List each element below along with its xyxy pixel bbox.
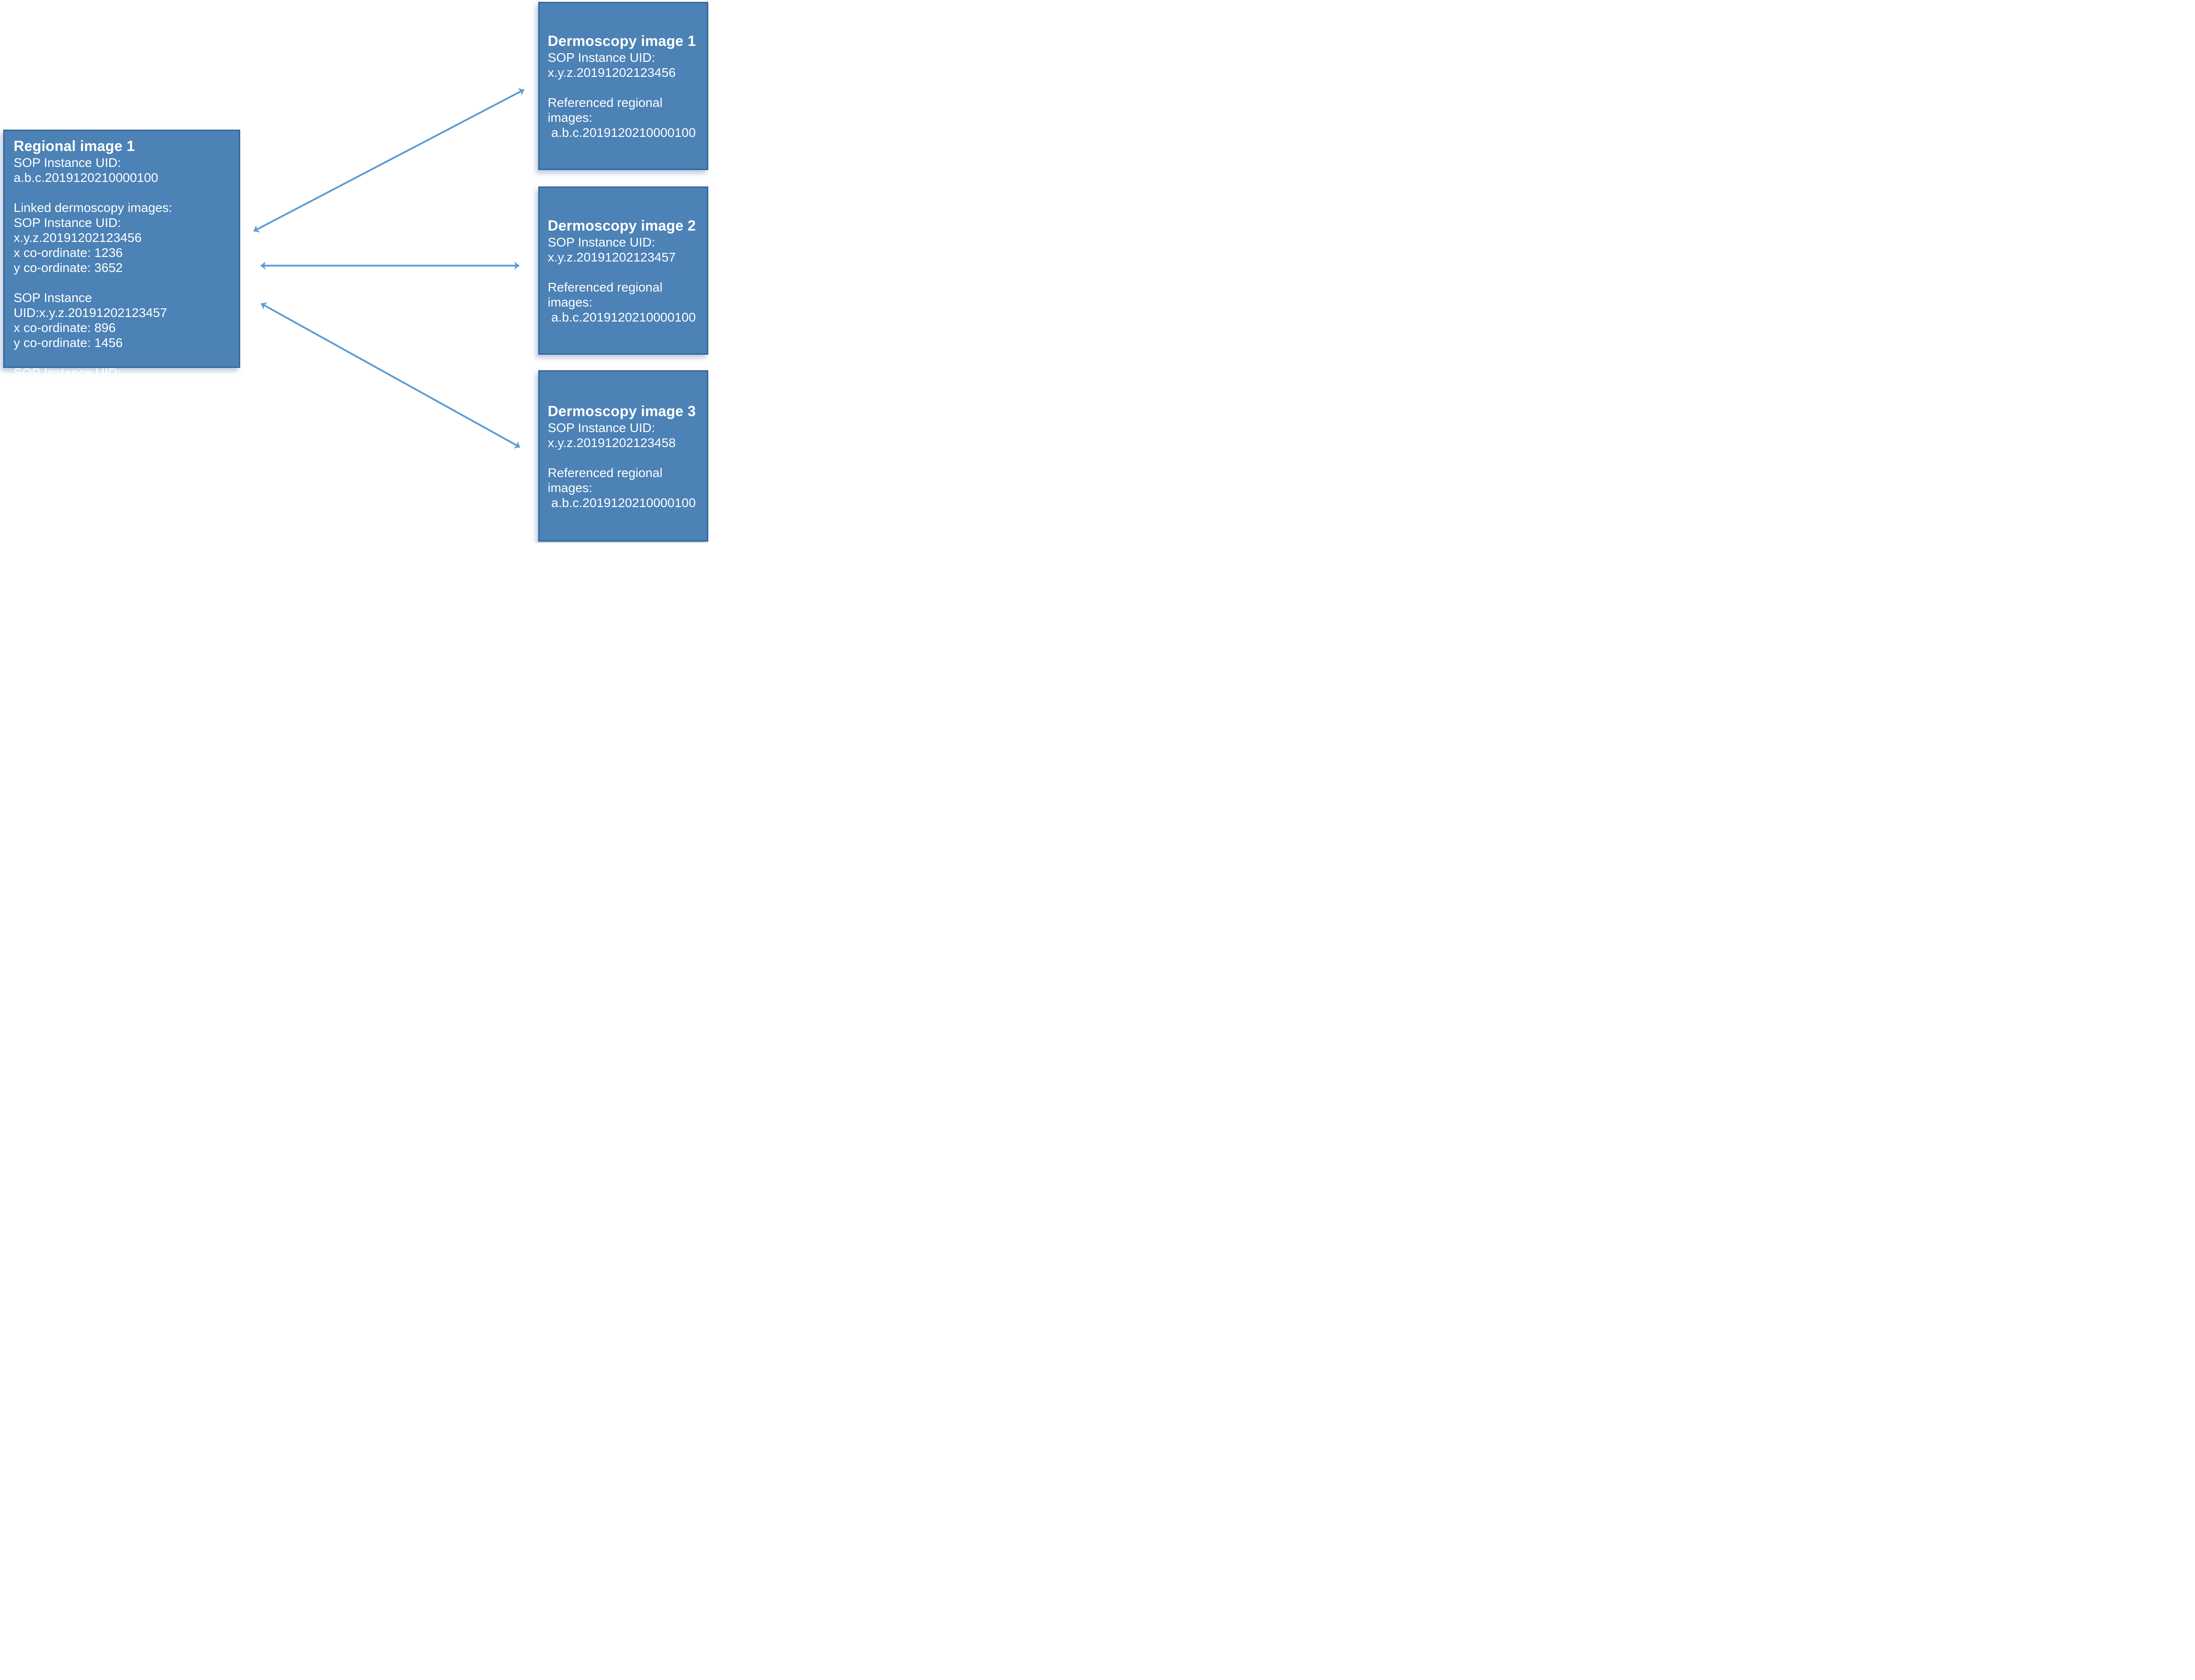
box-text-line: x co-ordinate: 896	[14, 321, 116, 335]
link-arrow-dermoscopy-image-3	[260, 302, 520, 449]
box-text-line: SOP Instance UID:	[548, 50, 656, 65]
box-text-line: SOP Instance UID: x.y.z.20191202123458	[14, 366, 142, 395]
box-text-line: y co-ordinate: 3652	[14, 261, 123, 275]
box-text-line: Referenced regional images:	[548, 465, 666, 495]
box-text-line: SOP Instance UID:	[548, 420, 656, 435]
regional-box-body: SOP Instance UID: a.b.c.2019120210000100…	[14, 155, 232, 425]
regional-box-title: Regional image 1	[14, 138, 135, 154]
box-text-line: SOP Instance UID:x.y.z.20191202123457	[14, 291, 167, 320]
dermoscopy-1-body: SOP Instance UID:x.y.z.20191202123456 Re…	[548, 50, 702, 140]
dermoscopy-1-title: Dermoscopy image 1	[548, 33, 696, 49]
link-arrow-dermoscopy-image-1	[253, 88, 525, 233]
box-text-line: a.b.c.2019120210000100	[548, 126, 696, 140]
box-text-line: Referenced regional images:	[548, 280, 666, 309]
box-text-line	[14, 275, 232, 290]
box-text-line	[548, 450, 702, 465]
box-text-line	[548, 80, 702, 95]
box-text-line: x.y.z.20191202123458	[548, 435, 676, 450]
box-text-line: x co-ordinate: 2126	[14, 396, 123, 410]
box-text-line: x.y.z.20191202123456	[548, 65, 676, 80]
dermoscopy-image-2-box: Dermoscopy image 2 SOP Instance UID:x.y.…	[538, 186, 708, 355]
box-text-line: y co-ordinate: 1456	[14, 336, 123, 350]
dermoscopy-2-title: Dermoscopy image 2	[548, 217, 696, 234]
box-text-line: Linked dermoscopy images:	[14, 201, 172, 215]
dermoscopy-image-1-box: Dermoscopy image 1 SOP Instance UID:x.y.…	[538, 2, 708, 170]
box-text-line: y co-ordinate: 3652	[14, 411, 123, 425]
box-text-line: a.b.c.2019120210000100	[548, 310, 696, 324]
box-text-line	[548, 265, 702, 280]
dermoscopy-image-3-box: Dermoscopy image 3 SOP Instance UID:x.y.…	[538, 370, 708, 542]
box-text-line: Referenced regional images:	[548, 96, 666, 125]
box-text-line: SOP Instance UID: x.y.z.20191202123456	[14, 216, 142, 245]
regional-image-1-box: Regional image 1 SOP Instance UID: a.b.c…	[3, 130, 240, 425]
dermoscopy-3-body: SOP Instance UID:x.y.z.20191202123458 Re…	[548, 420, 702, 510]
dermoscopy-3-title: Dermoscopy image 3	[548, 402, 696, 419]
box-text-line: SOP Instance UID: a.b.c.2019120210000100	[14, 156, 158, 185]
diagram-canvas: Regional image 1 SOP Instance UID: a.b.c…	[0, 0, 710, 543]
box-text-line: x co-ordinate: 1236	[14, 246, 123, 260]
dermoscopy-2-body: SOP Instance UID:x.y.z.20191202123457 Re…	[548, 235, 702, 325]
box-text-line: a.b.c.2019120210000100	[548, 495, 696, 510]
box-text-line: x.y.z.20191202123457	[548, 250, 676, 264]
box-text-line	[14, 350, 232, 365]
box-text-line: SOP Instance UID:	[548, 235, 656, 249]
box-text-line	[14, 185, 232, 200]
